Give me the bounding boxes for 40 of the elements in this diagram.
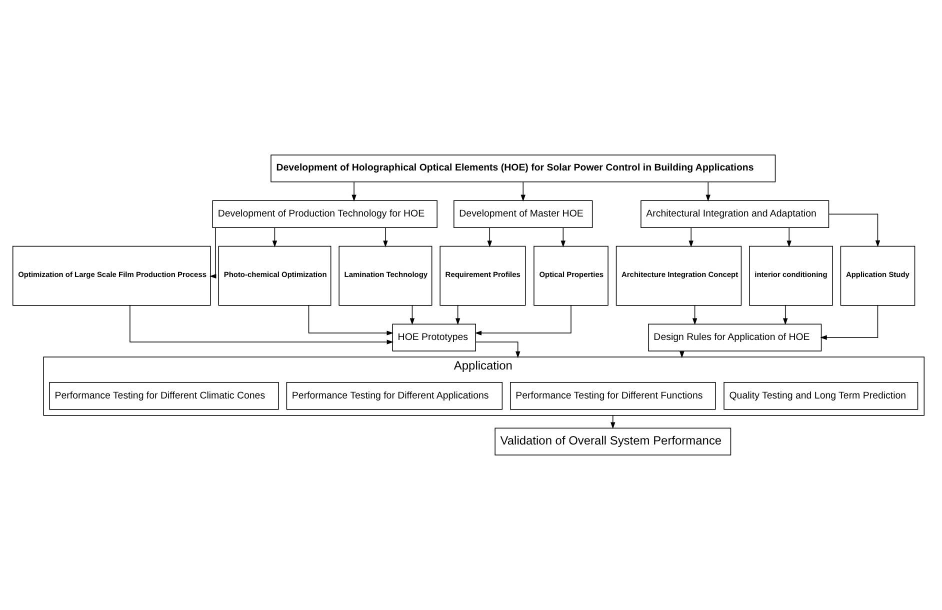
arrow bbox=[208, 227, 216, 279]
node-box: Optimization of Large Scale Film Production Process bbox=[12, 246, 210, 306]
arrow bbox=[679, 350, 684, 358]
arrow bbox=[828, 214, 880, 248]
arrow bbox=[782, 305, 788, 326]
arrow bbox=[272, 227, 277, 248]
arrow bbox=[474, 342, 520, 358]
node-box: HOE Prototypes bbox=[392, 324, 476, 352]
arrow bbox=[308, 305, 393, 336]
node-box: Development of Holographical Optical Elements (HOE) for Solar Power Control in Building Applications bbox=[270, 154, 776, 182]
node-box: Photo-chemical Optimization bbox=[218, 246, 331, 306]
node-box: Development of Master HOE bbox=[453, 200, 592, 228]
node-box: Optical Properties bbox=[533, 246, 608, 306]
arrow bbox=[409, 305, 414, 326]
arrow bbox=[474, 305, 571, 336]
arrow bbox=[692, 305, 697, 326]
arrow bbox=[820, 305, 878, 340]
arrow bbox=[382, 227, 388, 248]
node-box: Architectural Integration and Adaptation bbox=[640, 200, 829, 228]
node-box: Application Study bbox=[840, 246, 915, 306]
arrow bbox=[129, 305, 394, 344]
arrow bbox=[688, 227, 693, 248]
node-box: Requirement Profiles bbox=[439, 246, 526, 306]
node-box: Performance Testing for Different Functions bbox=[510, 382, 716, 410]
arrow bbox=[786, 227, 791, 248]
arrow bbox=[454, 305, 460, 326]
arrow bbox=[520, 182, 525, 202]
node-box: Quality Testing and Long Term Prediction bbox=[723, 382, 918, 410]
arrow bbox=[560, 227, 566, 248]
node-box: Performance Testing for Different Applications bbox=[286, 382, 502, 410]
node-box: Validation of Overall System Performance bbox=[494, 428, 731, 456]
node-box: Lamination Technology bbox=[338, 246, 432, 306]
node-box: Architecture Integration Concept bbox=[615, 246, 742, 306]
arrow bbox=[351, 182, 356, 202]
node-box: Development of Production Technology for HOE bbox=[212, 200, 437, 228]
node-box: Performance Testing for Different Climatic Cones bbox=[48, 382, 278, 410]
arrow bbox=[610, 414, 615, 429]
arrow bbox=[705, 182, 710, 202]
node-box: interior conditioning bbox=[748, 246, 832, 306]
arrow bbox=[486, 227, 492, 248]
